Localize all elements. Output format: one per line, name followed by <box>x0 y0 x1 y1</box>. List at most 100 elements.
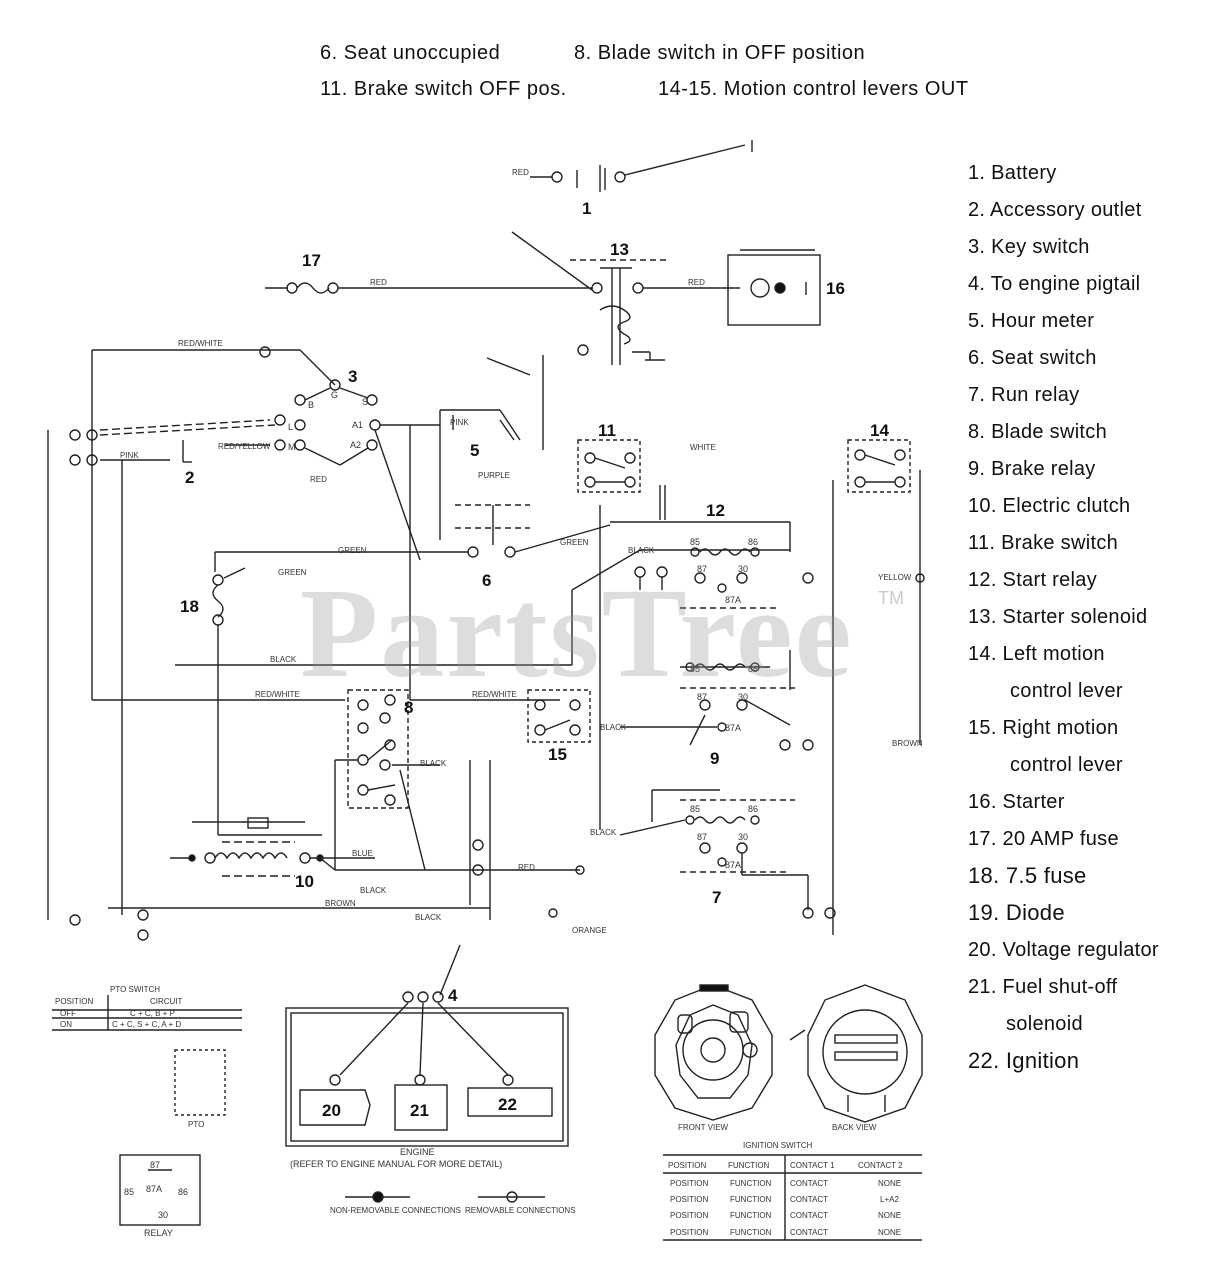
callout-left-motion-lever: 14 <box>870 421 889 440</box>
wire-label-brown: BROWN <box>892 739 923 748</box>
wire-label-black: BLACK <box>420 759 447 768</box>
callout-brake-relay: 9 <box>710 749 719 768</box>
header-blade-switch-off: 8. Blade switch in OFF position <box>574 42 866 64</box>
pto-off-label: OFF <box>60 1009 76 1018</box>
legend-item: 1. Battery <box>968 162 1057 184</box>
wire-label-black: BLACK <box>270 655 297 664</box>
brake-relay <box>620 650 814 751</box>
legend-item: 21. Fuel shut-off <box>968 976 1118 998</box>
wire-label-black: BLACK <box>360 886 387 895</box>
ignition-cell: POSITION <box>670 1195 708 1204</box>
legend-item: 19. Diode <box>968 900 1065 925</box>
ignition-cell: CONTACT <box>790 1228 828 1237</box>
relay-pin-87: 87 <box>697 564 707 574</box>
wire-label-orange: ORANGE <box>572 926 607 935</box>
relay-pin-87: 87 <box>697 832 707 842</box>
pto-col-circuit: CIRCUIT <box>150 997 183 1006</box>
pto-caption: PTO <box>188 1120 204 1129</box>
ignition-cell: NONE <box>878 1211 901 1220</box>
callout-right-motion-lever: 15 <box>548 745 567 764</box>
pto-symbol <box>174 1049 226 1116</box>
seat-switch <box>215 504 791 558</box>
callout-battery: 1 <box>582 199 591 218</box>
wire-label-black: BLACK <box>590 828 617 837</box>
ignition-header: CONTACT 1 <box>790 1161 835 1170</box>
pto-switch-table <box>52 995 242 1031</box>
callout-accessory-outlet: 2 <box>185 468 194 487</box>
key-switch <box>225 379 521 700</box>
ignition-cell: FUNCTION <box>730 1228 772 1237</box>
hour-meter <box>452 355 544 450</box>
ignition-switch-table <box>663 1154 922 1241</box>
relay-symbol-box <box>119 1154 201 1226</box>
non-removable-connections-label: NON-REMOVABLE CONNECTIONS <box>330 1206 461 1215</box>
start-relay <box>634 547 814 609</box>
legend-item-continued: solenoid <box>1006 1013 1083 1035</box>
key-terminal-a2: A2 <box>350 440 361 450</box>
wire-label-white: WHITE <box>690 443 716 452</box>
callout-fuel-shutoff: 21 <box>410 1101 429 1120</box>
removable-connections-label: REMOVABLE CONNECTIONS <box>465 1206 576 1215</box>
run-relay <box>619 789 836 919</box>
starter-solenoid <box>570 259 740 365</box>
accessory-outlet <box>182 440 192 463</box>
key-terminal-l: L <box>288 422 293 432</box>
legend-item: 8. Blade switch <box>968 421 1108 443</box>
ignition-header: FUNCTION <box>728 1161 770 1170</box>
pto-off-circuit: C + C, B + P <box>130 1009 175 1018</box>
wire-label-black: BLACK <box>600 723 627 732</box>
wire-label-pink: PINK <box>450 418 469 427</box>
ignition-header: POSITION <box>668 1161 706 1170</box>
legend-item: 9. Brake relay <box>968 458 1096 480</box>
ignition-cell: CONTACT <box>790 1179 828 1188</box>
legend-item: 18. 7.5 fuse <box>968 863 1087 888</box>
callout-starter-solenoid: 13 <box>610 240 629 259</box>
pto-table-title: PTO SWITCH <box>110 985 160 994</box>
ignition-cell: NONE <box>878 1228 901 1237</box>
legend-item-continued: control lever <box>1010 680 1123 702</box>
relay-box-caption: RELAY <box>144 1228 173 1238</box>
legend-item: 11. Brake switch <box>968 532 1119 554</box>
callout-seat-switch: 6 <box>482 571 491 590</box>
wire-label-purple: PURPLE <box>478 471 510 480</box>
relay-pin-30: 30 <box>738 692 748 702</box>
ignition-header: CONTACT 2 <box>858 1161 903 1170</box>
relay-pin-86: 86 <box>748 537 758 547</box>
relay-box-30: 30 <box>158 1210 168 1220</box>
legend-item: 17. 20 AMP fuse <box>968 828 1119 850</box>
callout-voltage-regulator: 20 <box>322 1101 341 1120</box>
callout-7-5-fuse: 18 <box>180 597 199 616</box>
ignition-back-view <box>789 984 923 1123</box>
key-terminal-g: G <box>331 390 338 400</box>
ignition-front-view <box>654 984 773 1121</box>
ignition-cell: FUNCTION <box>730 1195 772 1204</box>
callout-ignition: 22 <box>498 1095 517 1114</box>
legend-item: 20. Voltage regulator <box>968 939 1159 961</box>
key-terminal-m: M <box>288 442 296 452</box>
ignition-cell: POSITION <box>670 1228 708 1237</box>
relay-pin-87a: 87A <box>725 723 741 733</box>
brake-switch <box>577 439 641 493</box>
ignition-cell: CONTACT <box>790 1211 828 1220</box>
callout-electric-clutch: 10 <box>295 872 314 891</box>
ignition-cell: CONTACT <box>790 1195 828 1204</box>
relay-pin-30: 30 <box>738 832 748 842</box>
callout-run-relay: 7 <box>712 888 721 907</box>
callout-brake-switch: 11 <box>598 421 616 440</box>
wire-label-red-white: RED/WHITE <box>255 690 300 699</box>
legend-item: 6. Seat switch <box>968 347 1097 369</box>
legend-item: 2. Accessory outlet <box>968 199 1142 221</box>
ignition-front-view-label: FRONT VIEW <box>678 1123 729 1132</box>
connection-symbols <box>345 1191 545 1203</box>
legend-item: 13. Starter solenoid <box>968 606 1148 628</box>
wire-label-red-white: RED/WHITE <box>178 339 223 348</box>
callout-blade-switch: 8 <box>404 698 413 717</box>
ignition-back-view-label: BACK VIEW <box>832 1123 877 1132</box>
legend-item: 4. To engine pigtail <box>968 273 1141 295</box>
wire-label-red: RED <box>310 475 327 484</box>
wire-label-green: GREEN <box>560 538 589 547</box>
wire-label-red: RED <box>518 863 535 872</box>
ignition-cell: FUNCTION <box>730 1211 772 1220</box>
relay-pin-85: 85 <box>690 664 700 674</box>
